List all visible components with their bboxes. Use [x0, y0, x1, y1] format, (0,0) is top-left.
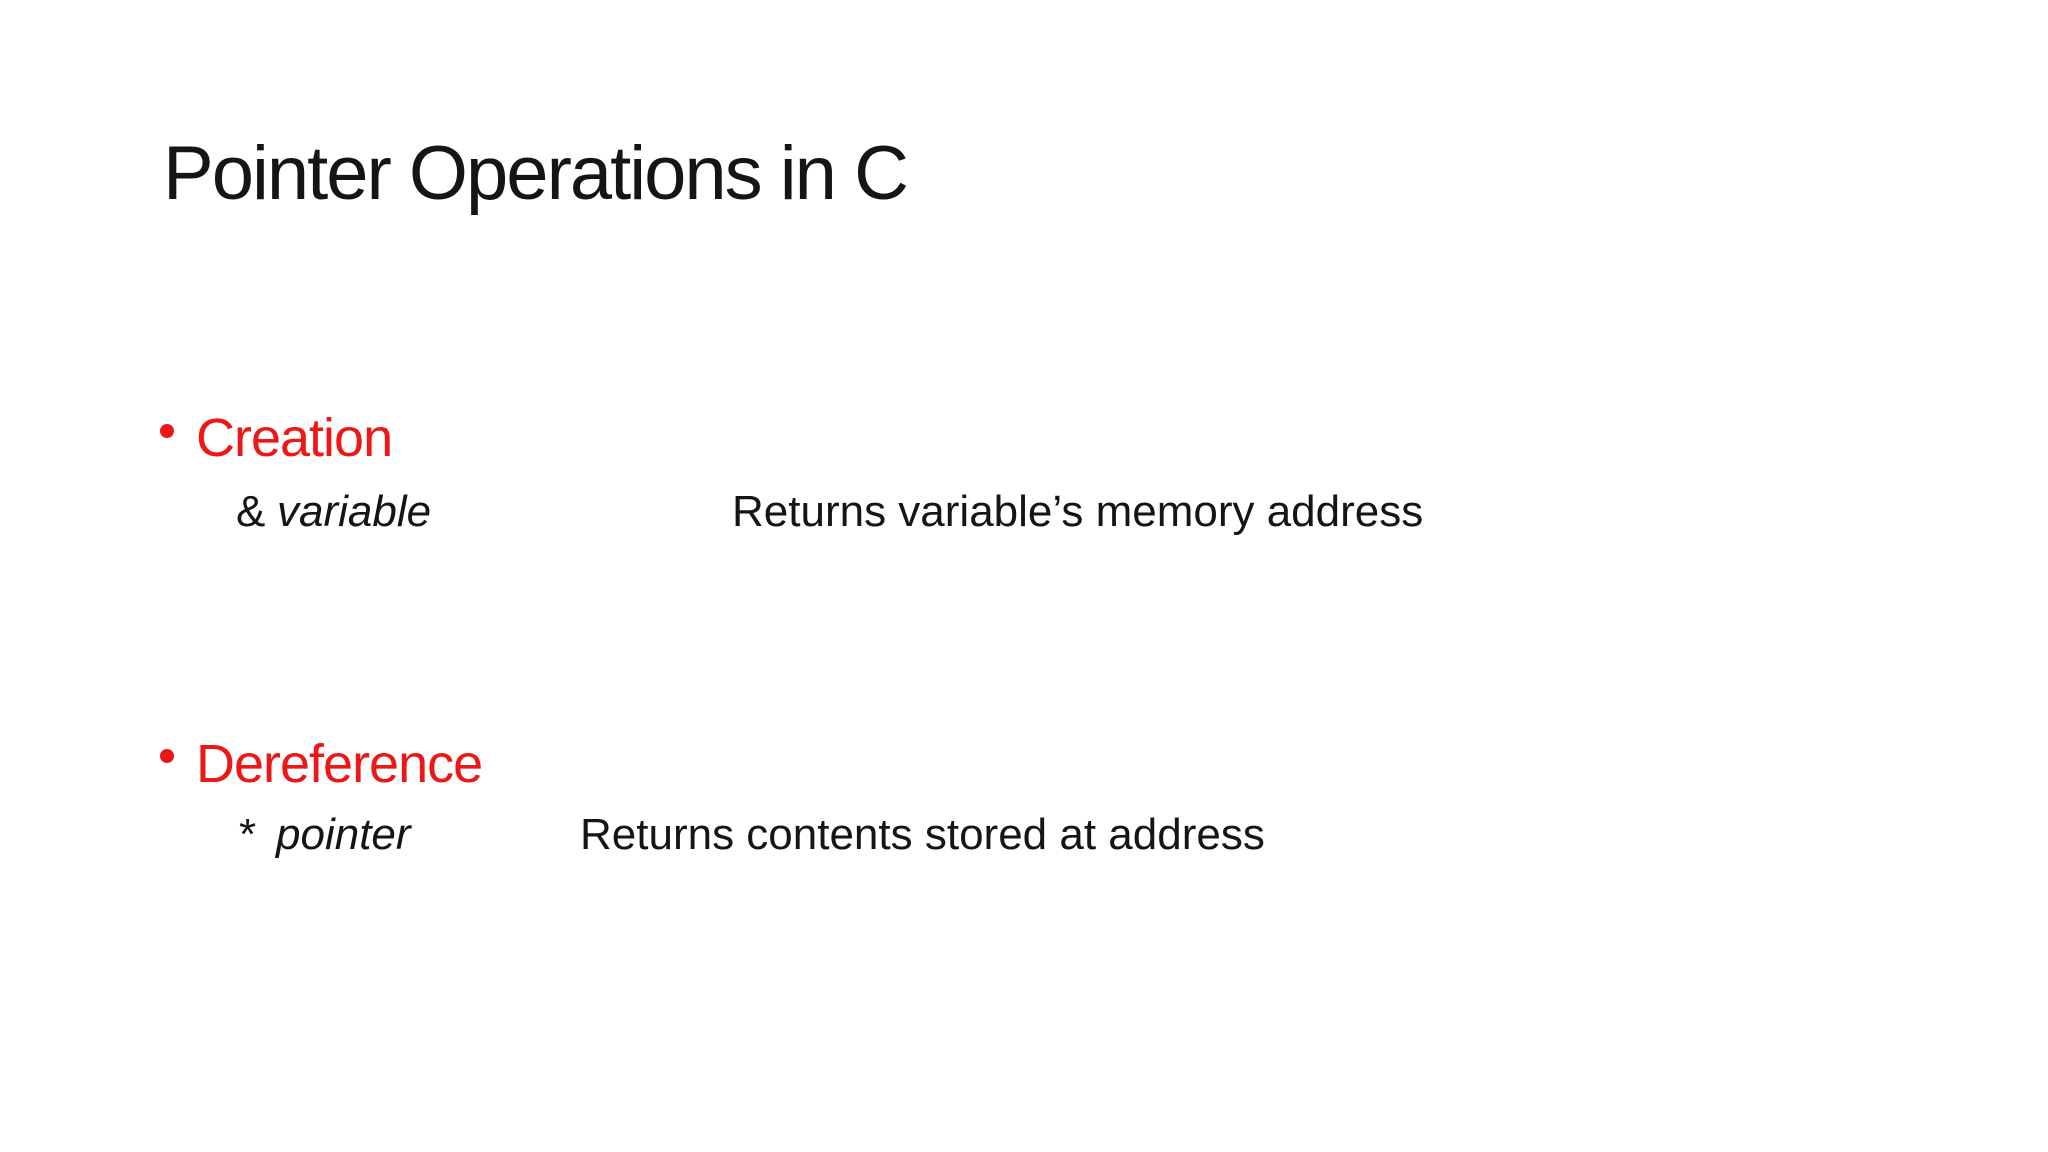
creation-detail-line: &variable Returns variable’s memory addr… [236, 487, 1423, 536]
dereference-operator: * [239, 810, 257, 859]
creation-description: Returns variable’s memory address [732, 487, 1424, 536]
dereference-description: Returns contents stored at address [580, 810, 1265, 859]
section-heading-creation: Creation [196, 408, 393, 468]
operand-pointer: pointer [276, 810, 411, 859]
slide-title: Pointer Operations in C [163, 131, 909, 216]
section-heading-dereference: Dereference [196, 734, 483, 794]
bullet-icon [160, 424, 174, 438]
operand-variable: variable [277, 487, 432, 536]
dereference-detail-line: * pointer Returns contents stored at addr… [239, 810, 1265, 859]
address-of-operator: & [236, 487, 266, 536]
bullet-icon [160, 749, 174, 763]
